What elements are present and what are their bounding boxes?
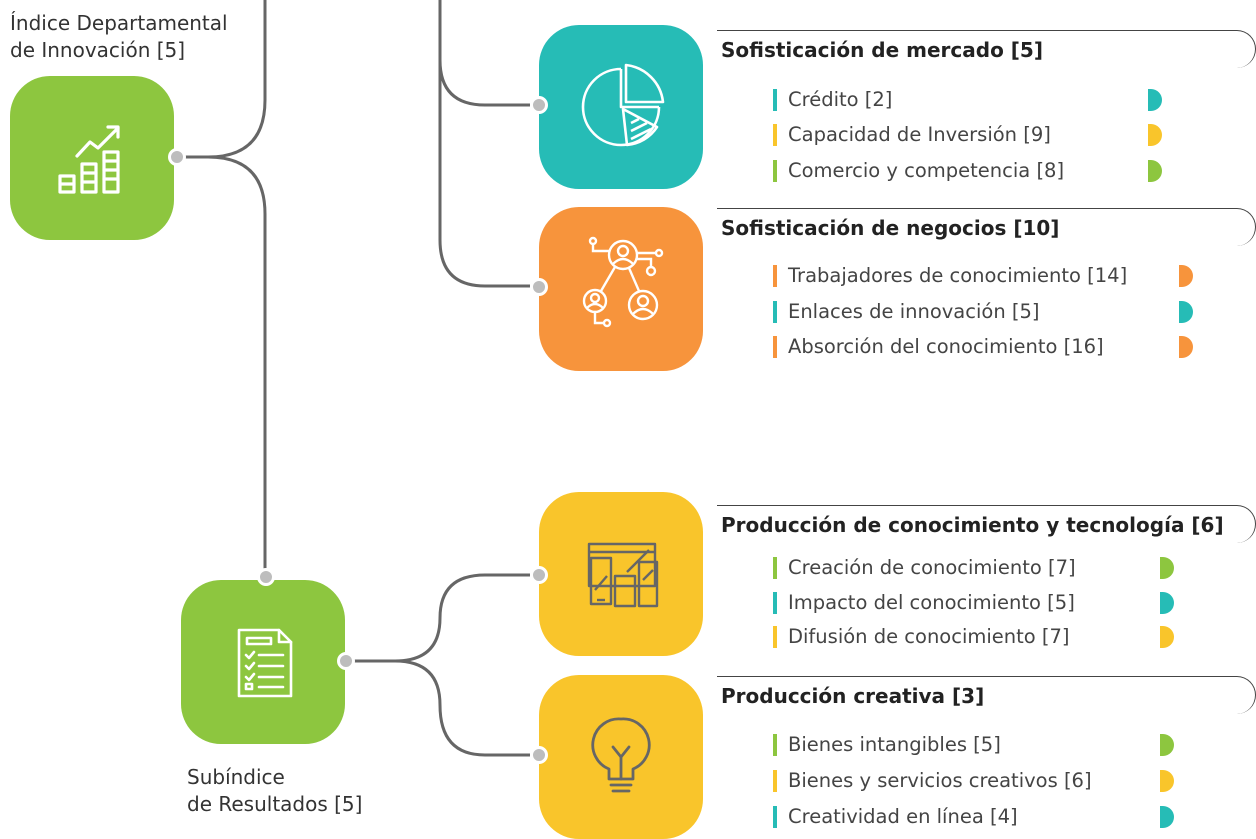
results-right-dot: [337, 652, 355, 670]
color-marker: [773, 770, 777, 792]
half-circle-indicator: [1160, 806, 1174, 828]
subindicator-item: Bienes intangibles [5]: [773, 732, 1174, 758]
half-circle-indicator: [1148, 160, 1162, 182]
subindicator-label: Enlaces de innovación [5]: [788, 300, 1040, 323]
subindicator-label: Capacidad de Inversión [9]: [788, 123, 1051, 146]
results-title-line2: de Resultados [5]: [187, 792, 363, 816]
subindicator-label: Creación de conocimiento [7]: [788, 556, 1076, 579]
category-title: Sofisticación de mercado [5]: [721, 38, 1043, 62]
color-marker: [773, 557, 777, 579]
index-title: Índice Departamental de Innovación [5]: [10, 10, 228, 64]
category-title: Sofisticación de negocios [10]: [721, 216, 1060, 240]
results-title-line1: Subíndice: [187, 765, 285, 789]
half-circle-indicator: [1179, 336, 1193, 358]
growth-chart-icon: [58, 125, 120, 194]
lightbulb-icon: [591, 717, 651, 793]
knowledge-production-dot: [530, 566, 548, 584]
subindicator-item: Crédito [2]: [773, 87, 1163, 113]
category-header: Sofisticación de negocios [10]: [717, 208, 1256, 246]
category-title: Producción creativa [3]: [721, 684, 985, 708]
color-marker: [773, 89, 777, 111]
subindicator-item: Difusión de conocimiento [7]: [773, 624, 1174, 650]
half-circle-indicator: [1160, 734, 1174, 756]
category-header: Producción creativa [3]: [717, 676, 1256, 714]
knowledge-production-tile: [539, 492, 703, 656]
half-circle-indicator: [1179, 265, 1193, 287]
results-branch-lower: [394, 659, 530, 757]
half-circle-indicator: [1160, 592, 1174, 614]
business-sophistication-tile: [539, 207, 703, 371]
subindicator-label: Difusión de conocimiento [7]: [788, 625, 1070, 648]
upper-branch-lower: [438, 60, 530, 288]
subindicator-item: Absorción del conocimiento [16]: [773, 334, 1193, 360]
color-marker: [773, 265, 777, 287]
index-title-line2: de Innovación [5]: [10, 38, 186, 62]
subindicator-label: Absorción del conocimiento [16]: [788, 335, 1104, 358]
business-sophistication-dot: [530, 278, 548, 296]
results-branch-upper: [350, 573, 530, 663]
checklist-document-icon: [237, 628, 293, 698]
half-circle-indicator: [1160, 626, 1174, 648]
subindicator-label: Bienes y servicios creativos [6]: [788, 769, 1092, 792]
market-sophistication-tile: [539, 25, 703, 189]
category-header: Producción de conocimiento y tecnología …: [717, 505, 1256, 543]
subindicator-item: Trabajadores de conocimiento [14]: [773, 263, 1193, 289]
subindicator-label: Bienes intangibles [5]: [788, 733, 1001, 756]
index-title-line1: Índice Departamental: [10, 11, 228, 35]
half-circle-indicator: [1179, 301, 1193, 323]
color-marker: [773, 626, 777, 648]
half-circle-indicator: [1160, 770, 1174, 792]
subindicator-item: Creatividad en línea [4]: [773, 804, 1174, 830]
subindicator-label: Comercio y competencia [8]: [788, 159, 1065, 182]
results-tile: [181, 580, 345, 744]
index-connector-dot: [168, 148, 186, 166]
index-tile: [10, 76, 174, 240]
category-header: Sofisticación de mercado [5]: [717, 30, 1256, 68]
color-marker: [773, 160, 777, 182]
devices-icon: [587, 542, 659, 608]
upper-branch: [438, 0, 530, 107]
half-circle-indicator: [1148, 89, 1162, 111]
category-title: Producción de conocimiento y tecnología …: [721, 513, 1224, 537]
results-title: Subíndice de Resultados [5]: [187, 764, 362, 818]
color-marker: [773, 592, 777, 614]
color-marker: [773, 734, 777, 756]
color-marker: [773, 336, 777, 358]
color-marker: [773, 301, 777, 323]
subindicator-item: Creación de conocimiento [7]: [773, 555, 1174, 581]
subindicator-item: Bienes y servicios creativos [6]: [773, 768, 1174, 794]
subindicator-label: Creatividad en línea [4]: [788, 805, 1018, 828]
subindicator-label: Trabajadores de conocimiento [14]: [788, 264, 1128, 287]
subindicator-item: Comercio y competencia [8]: [773, 158, 1163, 184]
creative-production-dot: [530, 746, 548, 764]
subindicator-item: Impacto del conocimiento [5]: [773, 590, 1174, 616]
subindicator-label: Crédito [2]: [788, 88, 893, 111]
half-circle-indicator: [1160, 557, 1174, 579]
color-marker: [773, 806, 777, 828]
subindicator-item: Capacidad de Inversión [9]: [773, 122, 1163, 148]
results-top-dot: [257, 568, 275, 586]
half-circle-indicator: [1148, 124, 1162, 146]
creative-production-tile: [539, 675, 703, 839]
pie-chart-icon: [581, 63, 665, 147]
market-sophistication-dot: [530, 96, 548, 114]
subindicator-item: Enlaces de innovación [5]: [773, 299, 1193, 325]
subindicator-label: Impacto del conocimiento [5]: [788, 591, 1075, 614]
color-marker: [773, 124, 777, 146]
main-trunk-lower: [207, 155, 267, 575]
people-network-icon: [582, 236, 664, 328]
